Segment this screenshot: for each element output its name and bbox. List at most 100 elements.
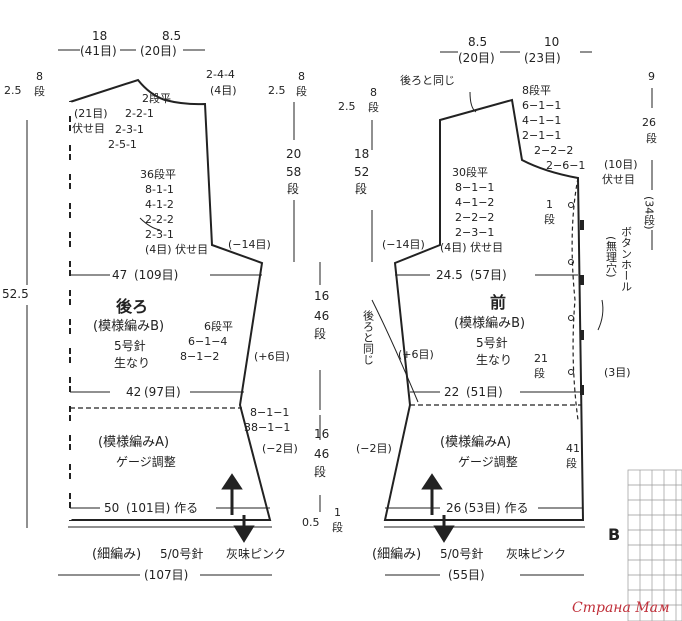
back-mid-rows-unit: 段 [314, 326, 326, 341]
back-outline [69, 78, 272, 521]
back-arm-dec-c: 4-1-2 [145, 198, 174, 211]
back-labels: 18 (41目) 8.5 (20目) 2-4-4 (4目) 2段平 2-2-1 … [2, 29, 343, 582]
front-arm-b: 8−1−1 [455, 181, 494, 194]
back-arm-dec-a: 36段平 [140, 167, 176, 181]
front-neck-f: 2−6−1 [546, 159, 585, 172]
front-hem-stitches: (53目) 作る [464, 501, 528, 515]
back-neck-stitches: (20目) [140, 44, 177, 58]
front-arm-c: 4−1−2 [455, 196, 494, 209]
watermark: Страна Мам [572, 600, 670, 616]
front-row-41: 41 [566, 442, 580, 455]
front-waist-width: 22 [444, 385, 459, 399]
back-low-height: 16 [314, 427, 329, 441]
back-shoulder-stitches: (41目) [80, 44, 117, 58]
back-rib-rows: 1 [334, 506, 341, 519]
back-shoulder2-rows: 8 [298, 70, 305, 83]
back-neck-rows-a: 2段平 [142, 91, 171, 105]
back-bust-width: 47 [112, 268, 127, 282]
front-shoulder-rows: 8 [370, 86, 377, 99]
buttonhole [580, 330, 584, 340]
buttonhole [580, 275, 584, 285]
back-arm-bind: (4目) 伏せ目 [145, 242, 208, 256]
front-edging-hook: 5/0号針 [440, 546, 483, 561]
front-arm-bind: (4目) 伏せ目 [440, 240, 503, 254]
back-shoulder-rows-unit: 段 [34, 84, 45, 98]
back-edging: (細編み) [92, 546, 141, 562]
back-shoulder2-unit: 段 [296, 84, 307, 98]
front-row-21: 21 [534, 352, 548, 365]
front-one-row: 1 [546, 198, 553, 211]
front-stitches: (23目) [524, 51, 561, 65]
dimension-lines [26, 49, 653, 576]
front-side-plus: (+6目) [398, 348, 434, 361]
back-neck-rows-d: 2-5-1 [108, 138, 137, 151]
front-armhole-rows: 52 [354, 165, 369, 179]
back-needle: 5号針 [114, 338, 146, 353]
back-armhole-height: 20 [286, 147, 301, 161]
front-bust-stitches: (57目) [470, 268, 507, 282]
back-gauge: ゲージ調整 [116, 454, 176, 469]
back-mid-rows: 46 [314, 309, 329, 323]
front-title: 前 [490, 293, 506, 312]
front-arm-minus: (−14目) [382, 238, 425, 251]
back-title: 後ろ [116, 297, 148, 316]
front-width: 10 [544, 35, 559, 49]
front-armhole-unit: 段 [355, 181, 367, 196]
front-arm-e: 2−3−1 [455, 226, 494, 239]
back-hip-dec-a: 8−1−1 [250, 406, 289, 419]
front-edging: (細編み) [372, 546, 421, 562]
back-neck-dec-2: (4目) [210, 84, 237, 97]
back-neck-bind: (21目) [74, 107, 108, 120]
back-arm-dec-d: 2-2-2 [145, 213, 174, 226]
button [568, 202, 574, 208]
front-gauge: ゲージ調整 [458, 454, 518, 469]
front-hip-minus: (−2目) [356, 442, 392, 455]
front-shoulder-unit: 段 [368, 100, 379, 114]
back-side-inc-c: 8−1−2 [180, 350, 219, 363]
front-pattern-a: (模様編みA) [440, 434, 511, 450]
front-neck-c: 4−1−1 [522, 114, 561, 127]
back-pattern-b: (模様編みB) [93, 318, 164, 334]
back-rib-rows-unit: 段 [332, 520, 343, 534]
grid-label: B [608, 525, 620, 544]
back-arm-dec-e: 2-3-1 [145, 228, 174, 241]
front-armhole-height: 18 [354, 147, 369, 161]
back-neck-dec-1: 2-4-4 [206, 68, 235, 81]
front-arm-a: 30段平 [452, 165, 488, 179]
back-rib-height: 0.5 [302, 516, 320, 529]
back-neck-bind2: 伏せ目 [72, 121, 105, 135]
front-same-as-back-2: 後ろと同じ [362, 309, 375, 365]
back-neck-rows-b: 2-2-1 [125, 107, 154, 120]
back-mid-height: 16 [314, 289, 329, 303]
front-neck-e: 2−2−2 [534, 144, 573, 157]
front-edging-color: 灰味ピンク [506, 547, 566, 561]
back-hip-dec-b: 38−1−1 [244, 421, 290, 434]
front-neck-d: 2−1−1 [522, 129, 561, 142]
front-edging-stitches: (55目) [448, 568, 485, 582]
front-placket-height: 9 [648, 70, 655, 83]
back-bust-stitches: (109目) [134, 268, 178, 282]
back-hip-minus: (−2目) [262, 442, 298, 455]
back-waist-stitches: (97目) [144, 385, 181, 399]
back-shoulder-height: 2.5 [4, 84, 22, 97]
grid-fragment [627, 469, 682, 621]
front-buttonhole-2: (無理穴) [605, 236, 618, 278]
front-neck-bind: (10目) [604, 158, 638, 171]
back-arm-minus: (−14目) [228, 238, 271, 251]
front-buttonhole: ボタンホール [620, 226, 633, 292]
buttonhole [580, 220, 584, 230]
back-edging-color: 灰味ピンク [226, 547, 286, 561]
front-row-41-unit: 段 [566, 456, 577, 470]
back-low-rows: 46 [314, 447, 329, 461]
front-placket-rows: 26 [642, 116, 656, 129]
front-placket-unit: 段 [646, 131, 657, 145]
front-piece [383, 98, 585, 528]
front-neck-a: 8段平 [522, 83, 551, 97]
front-bust-width: 24.5 [436, 268, 463, 282]
back-total-height: 52.5 [2, 287, 29, 301]
front-placket-line [571, 177, 579, 421]
back-neck-rows-c: 2-3-1 [115, 123, 144, 136]
back-side-inc-b: 6−1−4 [188, 335, 227, 348]
